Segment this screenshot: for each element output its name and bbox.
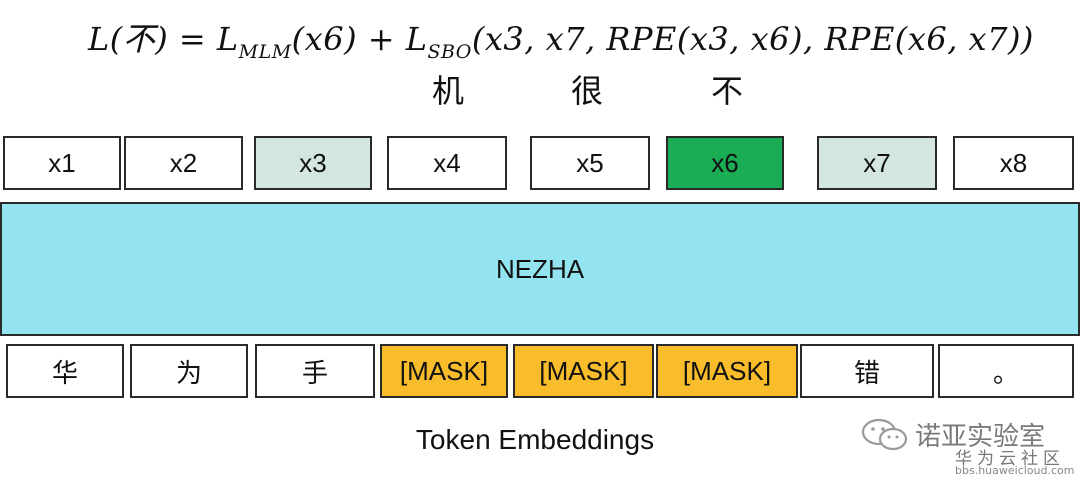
formula-sbo-subscript: SBO — [427, 41, 472, 63]
loss-formula: L(不) = LMLM(x6) + LSBO(x3, x7, RPE(x3, x… — [88, 14, 1034, 63]
input-token-3: 手 — [255, 344, 375, 398]
formula-sbo-base: L — [405, 20, 428, 58]
watermark-title: 诺亚实验室 — [915, 422, 1046, 452]
output-token-x7: x7 — [817, 136, 937, 190]
wechat-icon — [861, 418, 908, 451]
formula-lhs: L(不) — [88, 20, 169, 58]
input-token-1: 华 — [6, 344, 124, 398]
formula-sbo-args: (x3, x7, RPE(x3, x6), RPE(x6, x7)) — [471, 20, 1034, 58]
output-token-x8: x8 — [953, 136, 1074, 190]
formula-mlm-subscript: MLM — [238, 41, 292, 63]
watermark-subtitle: 华为云社区 — [955, 449, 1065, 469]
model-label: NEZHA — [495, 253, 585, 284]
predicted-char-1: 机 — [432, 72, 465, 110]
input-token-mask-3: [MASK] — [656, 344, 798, 398]
token-embeddings-caption: Token Embeddings — [415, 424, 655, 455]
input-token-7: 错 — [800, 344, 934, 398]
input-token-mask-2: [MASK] — [513, 344, 654, 398]
output-token-x4: x4 — [387, 136, 507, 190]
output-token-x5: x5 — [530, 136, 650, 190]
output-token-x6: x6 — [666, 136, 784, 190]
formula-plus: + — [357, 20, 406, 58]
formula-equals: = — [168, 20, 217, 58]
predicted-char-3: 不 — [711, 72, 744, 110]
input-token-8: 。 — [938, 344, 1074, 398]
input-token-mask-1: [MASK] — [380, 344, 508, 398]
output-token-x3: x3 — [254, 136, 372, 190]
watermark-url: bbs.huaweicloud.com — [955, 464, 1075, 477]
nezha-model-block: NEZHA — [0, 202, 1080, 336]
predicted-char-2: 很 — [571, 72, 604, 110]
formula-mlm-base: L — [216, 20, 239, 58]
input-token-2: 为 — [130, 344, 248, 398]
output-token-x1: x1 — [3, 136, 121, 190]
watermark: 诺亚实验室 华为云社区 bbs.huaweicloud.com — [860, 416, 1075, 477]
formula-mlm-args: (x6) — [291, 20, 358, 58]
output-token-x2: x2 — [124, 136, 243, 190]
